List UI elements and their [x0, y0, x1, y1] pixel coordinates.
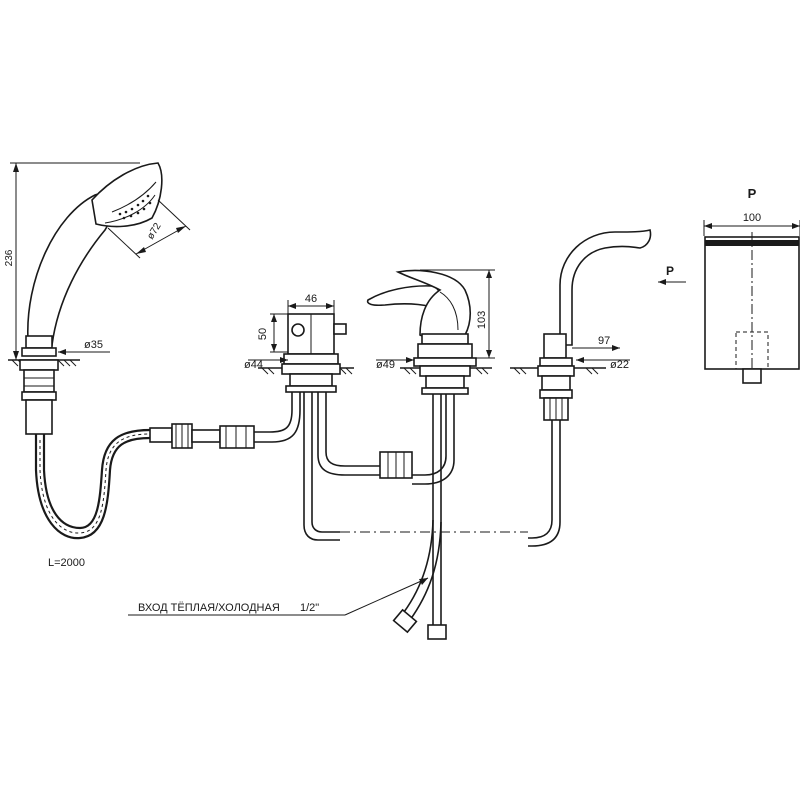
hand-shower: 236 ø72 — [4, 162, 191, 435]
section-width-label: 100 — [743, 212, 761, 224]
diverter-height-label: 50 — [257, 328, 269, 340]
handshower-base-diameter-label: ø35 — [84, 339, 103, 351]
hose-length-label: L=2000 — [48, 557, 85, 569]
mixer: 103 ø49 — [366, 269, 495, 640]
handshower-head-diameter-label: ø72 — [145, 221, 164, 242]
inlet-size-label: 1/2" — [300, 602, 319, 614]
mixer-base-diameter-label: ø49 — [376, 359, 395, 371]
flexible-hose: L=2000 — [34, 385, 301, 569]
diverter-width-label: 46 — [305, 293, 317, 305]
inlet-note: ВХОД ТЁПЛАЯ/ХОЛОДНАЯ 1/2" — [128, 577, 429, 616]
diverter-base-diameter-label: ø44 — [244, 359, 263, 371]
spout-reach-label: 97 — [598, 335, 610, 347]
diverter: 46 50 ø44 — [244, 293, 380, 541]
section-marker-top: P — [748, 186, 757, 201]
spout: 97 ø22 — [510, 229, 652, 547]
section-marker-arrow: P — [666, 264, 674, 278]
spout-base-diameter-label: ø22 — [610, 359, 629, 371]
handshower-height-label: 236 — [4, 249, 15, 266]
section-view: P 100 P — [658, 186, 800, 384]
mixer-height-label: 103 — [476, 311, 488, 329]
inlet-note-label: ВХОД ТЁПЛАЯ/ХОЛОДНАЯ — [138, 602, 280, 614]
